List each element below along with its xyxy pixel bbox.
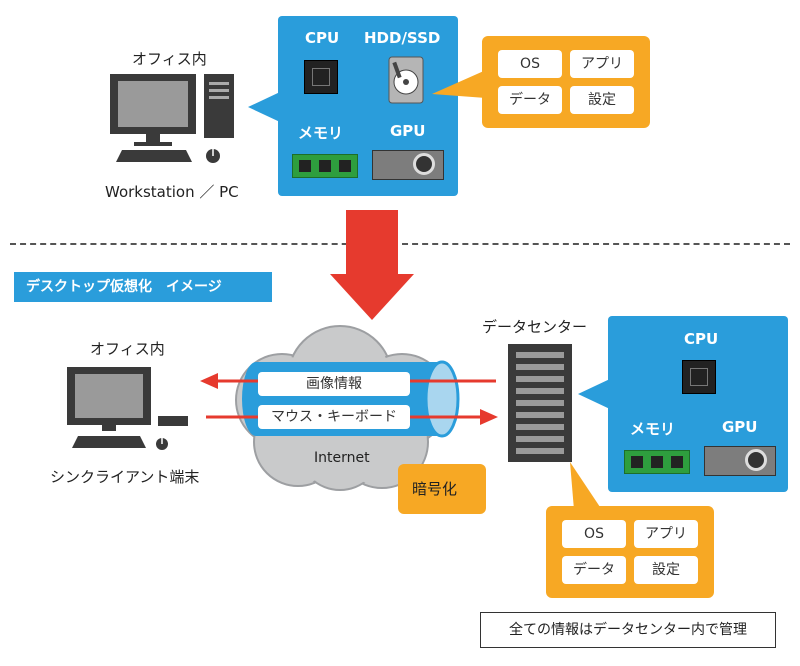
screen-info-label: 画像情報 bbox=[258, 372, 410, 396]
input-devices-label: マウス・キーボード bbox=[258, 405, 410, 429]
datacenter-label: データセンター bbox=[482, 318, 588, 336]
bottom-sw-os: OS bbox=[562, 520, 626, 548]
top-gpu-label: GPU bbox=[390, 122, 426, 140]
bottom-software-pointer bbox=[570, 462, 602, 510]
top-hdd-icon bbox=[388, 56, 424, 104]
top-software-panel: OS アプリ データ 設定 bbox=[482, 36, 650, 128]
bottom-cpu-icon bbox=[682, 360, 716, 394]
bottom-gpu-icon bbox=[704, 446, 776, 476]
thin-client-label: シンクライアント端末 bbox=[50, 468, 200, 486]
top-gpu-icon bbox=[372, 150, 444, 180]
bottom-sw-settings: 設定 bbox=[634, 556, 698, 584]
server-rack-icon bbox=[508, 344, 572, 462]
top-sw-data: データ bbox=[498, 86, 562, 114]
bottom-sw-data: データ bbox=[562, 556, 626, 584]
thin-client-icon bbox=[67, 367, 188, 450]
top-sw-app: アプリ bbox=[570, 50, 634, 78]
internet-label: Internet bbox=[314, 450, 370, 466]
transition-arrow bbox=[330, 210, 414, 320]
top-hardware-panel: CPU HDD/SSD メモリ GPU bbox=[278, 16, 458, 196]
bottom-memory-label: メモリ bbox=[630, 420, 676, 438]
encryption-label: 暗号化 bbox=[412, 480, 458, 498]
top-panel-pointer bbox=[248, 92, 280, 122]
top-sw-settings: 設定 bbox=[570, 86, 634, 114]
bottom-memory-icon bbox=[624, 450, 690, 474]
section-divider bbox=[10, 243, 790, 245]
top-memory-icon bbox=[292, 154, 358, 178]
bottom-sw-app: アプリ bbox=[634, 520, 698, 548]
workstation-icon bbox=[110, 74, 234, 163]
desktop-virtualization-banner: デスクトップ仮想化 イメージ bbox=[14, 272, 272, 302]
bottom-software-panel: OS アプリ データ 設定 bbox=[546, 506, 714, 598]
encryption-badge bbox=[398, 464, 486, 514]
bottom-office-label: オフィス内 bbox=[90, 340, 165, 358]
top-software-pointer bbox=[432, 70, 486, 98]
top-cpu-label: CPU bbox=[305, 29, 340, 47]
bottom-panel-pointer bbox=[578, 378, 612, 410]
top-cpu-icon bbox=[304, 60, 338, 94]
footer-note: 全ての情報はデータセンター内で管理 bbox=[480, 612, 776, 648]
top-office-label: オフィス内 bbox=[132, 50, 207, 68]
top-sw-os: OS bbox=[498, 50, 562, 78]
top-storage-label: HDD/SSD bbox=[364, 29, 441, 47]
top-pc-label: Workstation ／ PC bbox=[105, 183, 239, 201]
top-memory-label: メモリ bbox=[298, 124, 344, 142]
bottom-gpu-label: GPU bbox=[722, 418, 758, 436]
bottom-hardware-panel: CPU メモリ GPU bbox=[608, 316, 788, 492]
bottom-cpu-label: CPU bbox=[684, 330, 719, 348]
